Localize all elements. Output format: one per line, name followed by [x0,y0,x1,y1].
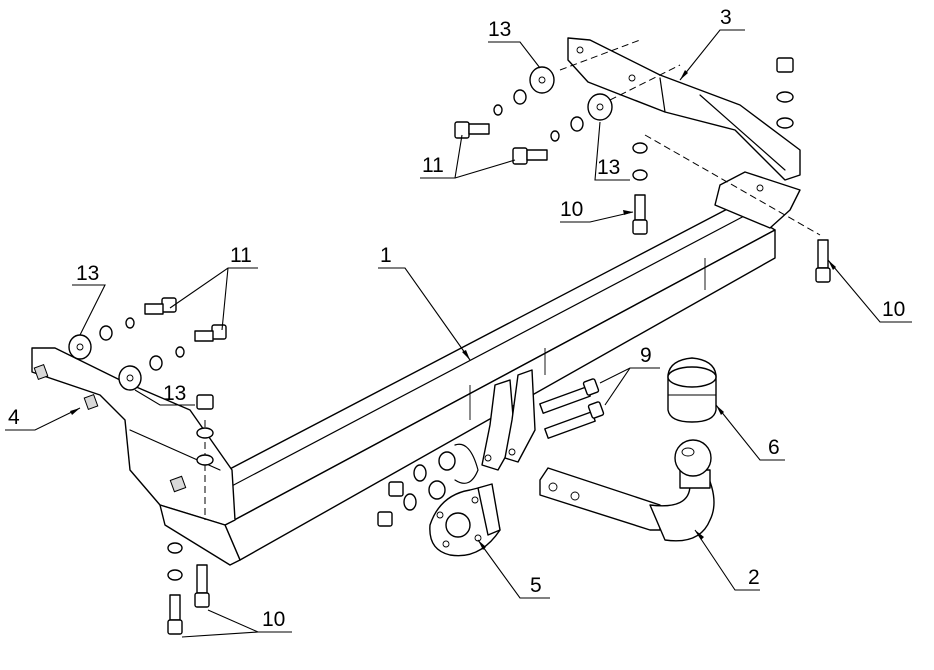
label-13-top-b: 13 [597,156,620,179]
center-mount-plates [454,369,536,484]
bolt-10-top [632,142,648,235]
label-5: 5 [530,574,542,597]
label-13-left-b: 13 [163,382,186,405]
bolt-11-top-lower [512,93,613,165]
right-side-bracket [559,37,821,236]
ball-neck [539,439,715,542]
label-13-left-a: 13 [76,262,99,285]
part-labels: 1 2 3 4 5 6 9 10 10 10 11 11 13 13 13 13 [8,6,905,631]
label-4: 4 [8,406,20,429]
bolt-set-left [68,297,227,635]
label-10-top: 10 [560,198,583,221]
label-10-bottom: 10 [262,608,285,631]
nuts-center [377,451,456,527]
label-1: 1 [380,244,392,267]
bolt-11-left-lower [118,324,227,391]
label-3: 3 [720,6,732,29]
bolt-10-bottom-pair [167,542,210,635]
nut-stack-left [196,394,214,466]
label-2: 2 [748,566,760,589]
leader-lines [5,29,912,638]
ball-cap [667,357,717,423]
bolts-9 [539,378,605,439]
label-10-right: 10 [882,298,905,321]
socket-plate [429,483,501,557]
label-13-top-a: 13 [488,18,511,41]
bolt-11-left-upper [68,297,177,360]
label-11-top: 11 [422,154,444,177]
label-11-left: 11 [230,244,252,267]
label-9: 9 [640,344,652,367]
bolt-10-right [815,239,831,283]
nut-stack-right [776,57,794,129]
bolt-11-top-upper [454,66,555,139]
label-6: 6 [768,436,780,459]
